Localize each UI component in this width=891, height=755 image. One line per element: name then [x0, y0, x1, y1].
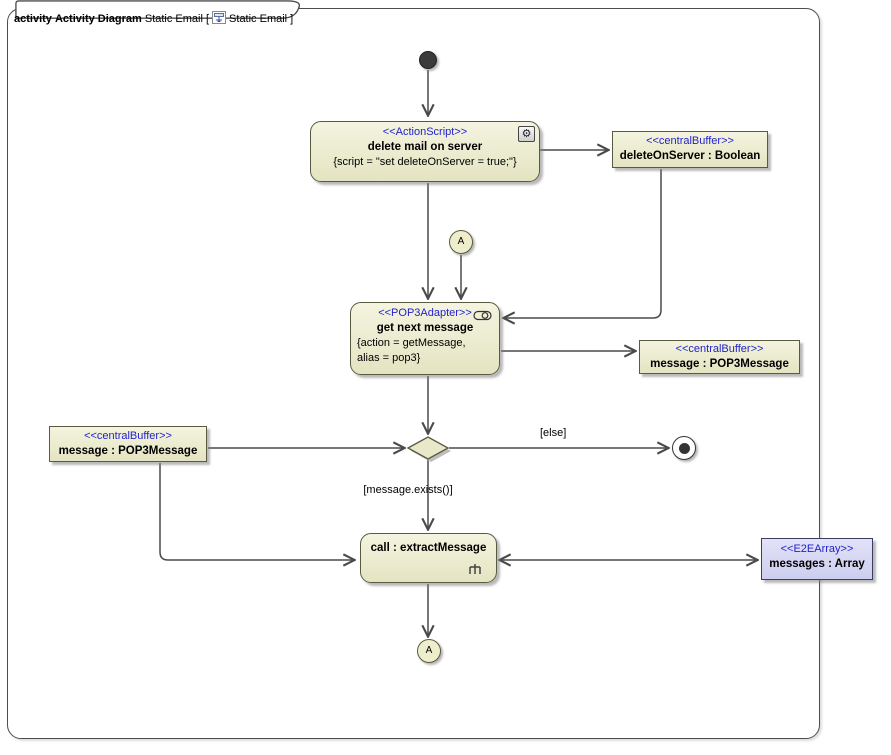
decision-node[interactable] [406, 436, 450, 460]
buffer-delete-on-server[interactable]: <<centralBuffer>> deleteOnServer : Boole… [612, 131, 768, 168]
frame-kind-label: activity [14, 13, 52, 25]
frame-type-label: Activity Diagram [54, 13, 142, 25]
adapter-icon [473, 310, 492, 321]
frame-tab-shape [15, 0, 300, 19]
activity-final-node[interactable] [672, 436, 696, 460]
frame-name: Static Email [ [144, 13, 210, 25]
connector-a-bottom[interactable]: A [417, 639, 441, 663]
buffer-delete-stereotype: <<centralBuffer>> [646, 135, 734, 147]
action-delete-mail[interactable]: <<ActionScript>> delete mail on server {… [310, 121, 540, 182]
action-delete-script: {script = "set deleteOnServer = true;"} [333, 156, 517, 168]
call-extract-name: call : extractMessage [370, 542, 487, 554]
frame-context: Static Email ] [229, 13, 294, 25]
buffer-message-right-stereotype: <<centralBuffer>> [675, 343, 764, 355]
buffer-message-right-name: message : POP3Message [650, 358, 789, 370]
buffer-message-left[interactable]: <<centralBuffer>> message : POP3Message [49, 426, 207, 462]
gear-icon[interactable]: ⚙ [518, 126, 535, 142]
buffer-message-right[interactable]: <<centralBuffer>> message : POP3Message [639, 340, 800, 374]
diagram-icon [212, 11, 227, 27]
action-call-extract-message[interactable]: call : extractMessage [360, 533, 497, 583]
rake-icon [469, 564, 481, 574]
initial-node[interactable] [419, 51, 437, 69]
adapter-stereotype: <<POP3Adapter>> [378, 307, 472, 319]
adapter-params-2: alias = pop3} [357, 352, 421, 364]
edge-left-buffer-to-call[interactable] [159, 463, 354, 560]
buffer-message-left-name: message : POP3Message [58, 445, 198, 457]
frame-title: activity Activity Diagram Static Email [… [14, 11, 293, 27]
action-delete-name: delete mail on server [367, 141, 483, 153]
action-delete-stereotype: <<ActionScript>> [382, 126, 468, 138]
buffer-message-left-stereotype: <<centralBuffer>> [84, 430, 172, 442]
parameter-messages-array[interactable]: <<E2EArray>> messages : Array [761, 538, 873, 580]
e2e-array-stereotype: <<E2EArray>> [780, 543, 854, 555]
connector-a-top[interactable]: A [449, 230, 473, 254]
e2e-array-name: messages : Array [769, 558, 865, 570]
action-get-next-message[interactable]: <<POP3Adapter>> get next message {action… [350, 302, 500, 375]
guard-else: [else] [540, 427, 567, 439]
edge-buffer-to-adapter[interactable] [504, 169, 662, 318]
activity-final-dot [678, 442, 690, 454]
adapter-params-1: {action = getMessage, [357, 337, 466, 349]
adapter-name: get next message [376, 322, 474, 334]
activity-frame [7, 8, 820, 739]
guard-message-exists: [message.exists()] [363, 484, 453, 496]
buffer-delete-name: deleteOnServer : Boolean [619, 150, 761, 162]
